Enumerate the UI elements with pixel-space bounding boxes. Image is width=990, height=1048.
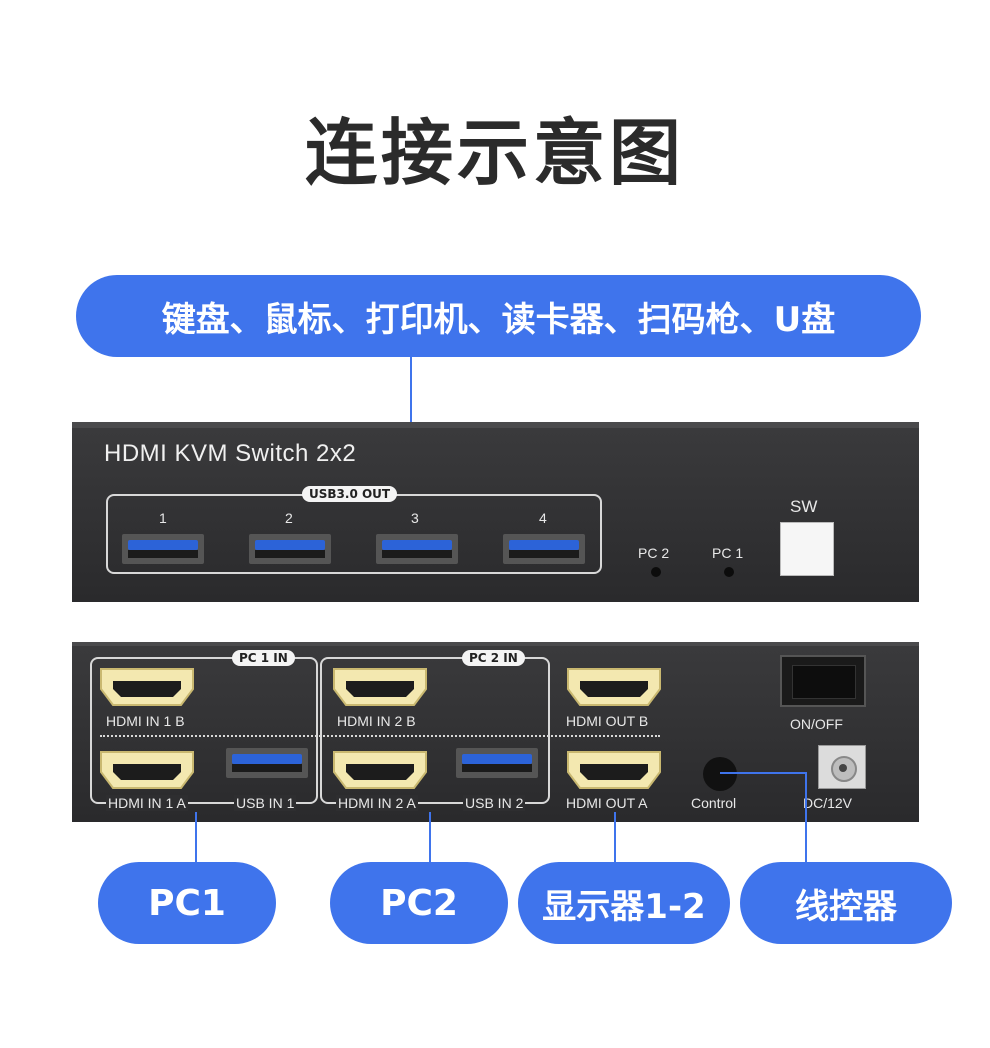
pc1-label: PC1: [98, 862, 276, 944]
power-switch[interactable]: [780, 655, 866, 707]
dc-jack: [818, 745, 866, 789]
hdmi-in-1a-label: HDMI IN 1 A: [106, 795, 188, 811]
dc-label: DC/12V: [803, 795, 853, 811]
usb-out-port: [376, 534, 458, 564]
control-jack: [703, 757, 737, 791]
display-label: 显示器1-2: [518, 862, 730, 944]
hdmi-in-1a-port: [99, 750, 195, 790]
pc2-label: PC2: [330, 862, 508, 944]
led-pc2: [651, 567, 661, 577]
controller-label: 线控器: [740, 862, 952, 944]
pc2-connector: [429, 812, 431, 862]
display-connector: [614, 812, 616, 862]
usb-port-number: 4: [539, 510, 547, 526]
hdmi-in-1b-label: HDMI IN 1 B: [106, 713, 185, 729]
model-name: HDMI KVM Switch 2x2: [104, 440, 357, 467]
usb-out-port: [503, 534, 585, 564]
usb-port-number: 1: [159, 510, 167, 526]
on-off-label: ON/OFF: [790, 716, 843, 732]
pc1-connector: [195, 812, 197, 862]
usb-out-port: [249, 534, 331, 564]
peripherals-label: 键盘、鼠标、打印机、读卡器、扫码枪、U盘: [76, 275, 921, 357]
usb-out-port: [122, 534, 204, 564]
led-pc1: [724, 567, 734, 577]
hdmi-out-a-label: HDMI OUT A: [566, 795, 648, 811]
pc2-in-group: [320, 657, 550, 804]
hdmi-in-1b-port: [99, 667, 195, 707]
pc1-in-tag: PC 1 IN: [232, 650, 295, 666]
usb-in-2-label: USB IN 2: [463, 795, 526, 811]
hdmi-out-b-port: [566, 667, 662, 707]
switch-label: SW: [790, 497, 818, 516]
hdmi-in-2a-label: HDMI IN 2 A: [336, 795, 418, 811]
pc1-in-group: [90, 657, 318, 804]
led-label-pc1: PC 1: [712, 545, 744, 561]
pc2-in-tag: PC 2 IN: [462, 650, 525, 666]
usb-port-number: 2: [285, 510, 293, 526]
usb-in-2-port: [456, 748, 538, 778]
row-divider: [100, 735, 660, 737]
peripherals-connector: [410, 357, 412, 481]
controller-connector-h: [720, 772, 806, 774]
hdmi-out-a-port: [566, 750, 662, 790]
hdmi-out-b-label: HDMI OUT B: [566, 713, 649, 729]
control-label: Control: [691, 795, 737, 811]
usb-in-1-label: USB IN 1: [234, 795, 297, 811]
usb-in-1-port: [226, 748, 308, 778]
hdmi-in-2a-port: [332, 750, 428, 790]
usb-out-tag: USB3.0 OUT: [302, 486, 398, 502]
controller-connector-v: [805, 772, 807, 862]
led-label-pc2: PC 2: [638, 545, 670, 561]
usb-port-number: 3: [411, 510, 419, 526]
page-title: 连接示意图: [304, 111, 685, 195]
hdmi-in-2b-port: [332, 667, 428, 707]
switch-button[interactable]: [780, 522, 834, 576]
rear-panel: [72, 642, 919, 822]
hdmi-in-2b-label: HDMI IN 2 B: [337, 713, 416, 729]
